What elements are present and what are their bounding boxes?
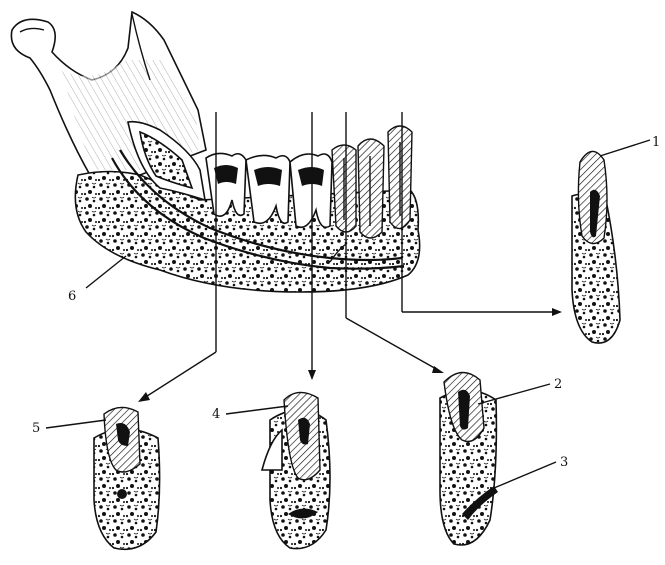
section-molar xyxy=(94,407,160,549)
label-4: 4 xyxy=(212,407,220,422)
anterior-teeth xyxy=(332,126,412,238)
label-1-group: 1 xyxy=(600,135,660,156)
label-5: 5 xyxy=(32,421,40,436)
label-2-group: 2 xyxy=(478,377,562,404)
mandible-body xyxy=(11,12,562,402)
label-5-group: 5 xyxy=(32,420,106,436)
section-premolar xyxy=(262,392,330,548)
label-1: 1 xyxy=(652,135,660,150)
label-3-group: 3 xyxy=(494,455,568,488)
label-6: 6 xyxy=(68,289,76,304)
label-3: 3 xyxy=(560,455,568,470)
label-2: 2 xyxy=(554,377,562,392)
section-canine xyxy=(440,372,498,545)
label-6-group: 6 xyxy=(68,256,126,304)
section-incisor xyxy=(572,151,620,343)
